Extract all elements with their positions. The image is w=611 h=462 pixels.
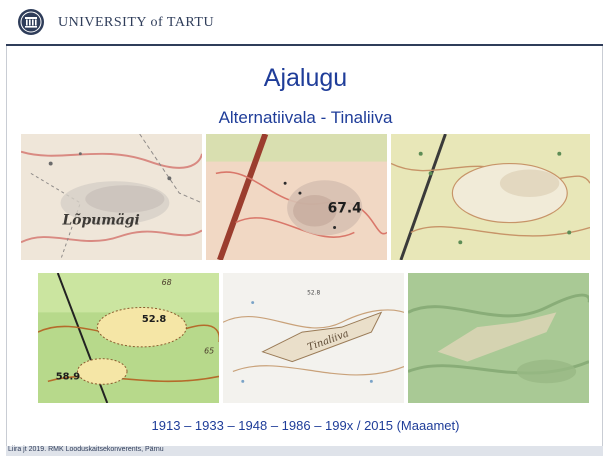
map-199x-image: 52.8 Tinaliiva [223,273,404,403]
map-1948-image [391,134,590,260]
header-divider [6,44,603,46]
slide-caption: 1913 – 1933 – 1948 – 1986 – 199x / 2015 … [151,418,460,433]
map-2015 [407,272,590,404]
map-1933: 67.4 [205,133,388,261]
slide-title: Ajalugu [263,64,348,92]
map-1986-label-1: 52.8 [142,314,167,325]
map-2015-image [408,273,589,403]
map-1986-label-4: 65 [204,347,214,356]
map-1913-image: Lõpumägi [21,134,202,260]
map-1913-label: Lõpumägi [62,213,140,229]
university-name: UNIVERSITY of TARTU [58,15,215,30]
map-1948 [390,133,591,261]
university-seal-icon [18,9,44,35]
map-199x: 52.8 Tinaliiva [222,272,405,404]
footer-bar [6,446,603,456]
slide-subtitle: Alternatiivala - Tinaliiva [218,108,393,127]
map-1933-label: 67.4 [328,201,362,217]
footer-text: Liira jt 2019. RMK Looduskaitsekonverent… [8,446,164,453]
map-1913: Lõpumägi [20,133,203,261]
map-1986-label-3: 68 [162,278,172,287]
map-199x-label-1: 52.8 [307,291,320,297]
map-1986-label-2: 58.9 [56,371,81,382]
map-1986: 52.8 58.9 68 65 [37,272,220,404]
map-1986-image: 52.8 58.9 68 65 [38,273,219,403]
map-1933-image: 67.4 [206,134,387,260]
slide-header: UNIVERSITY of TARTU [0,0,611,46]
